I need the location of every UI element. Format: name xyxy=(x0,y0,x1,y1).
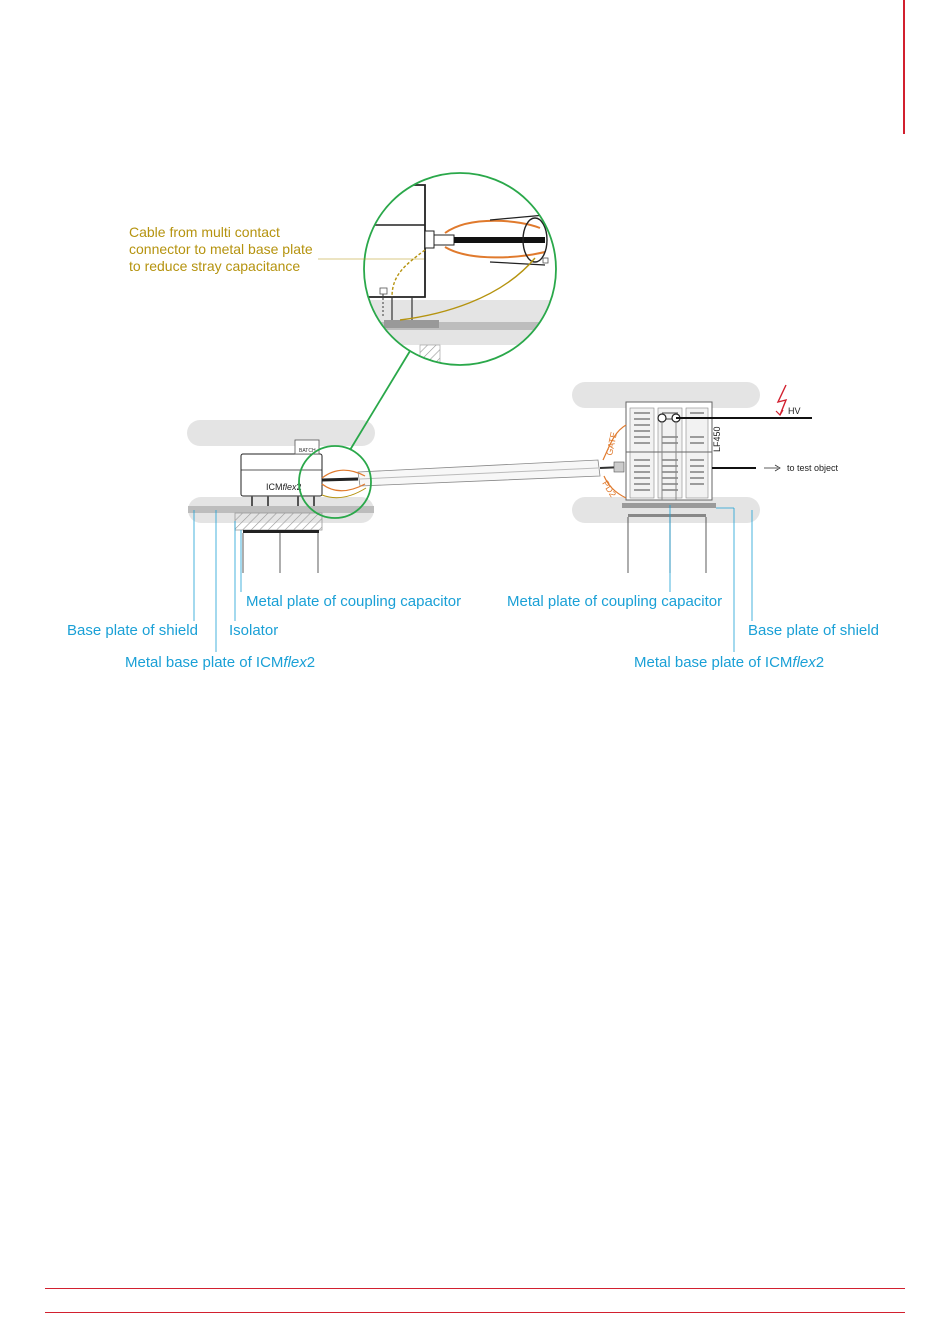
right-shield-base-plate xyxy=(572,497,760,523)
zoom-connector-line xyxy=(349,350,411,451)
label-base-plate-shield-left: Base plate of shield xyxy=(67,622,198,639)
label-metal-base-plate-right: Metal base plate of ICMflex2 xyxy=(634,654,824,671)
zoom-note-line1: Cable from multi contact xyxy=(129,224,280,240)
label-metal-base-plate-left: Metal base plate of ICMflex2 xyxy=(125,654,315,671)
coupling-capacitor-plate-right xyxy=(628,514,706,517)
hv-label: HV xyxy=(788,406,801,416)
pd2-label: PD2 xyxy=(600,479,618,499)
zoom-note-line3: to reduce stray capacitance xyxy=(129,258,300,274)
coupling-capacitor-plate-left xyxy=(243,530,319,533)
icmflex2-device: BATCH ICMflex2 xyxy=(240,439,323,506)
label-isolator: Isolator xyxy=(229,622,278,639)
test-object-label: to test object xyxy=(787,463,839,473)
label-metal-plate-coupling-capacitor-left: Metal plate of coupling capacitor xyxy=(246,593,461,610)
pd2-wire xyxy=(603,475,627,499)
callout-leaders xyxy=(193,505,753,652)
page-accent-bar xyxy=(903,0,905,134)
left-metal-base-plate xyxy=(188,506,374,513)
icmflex2-label: ICMflex2 xyxy=(266,482,302,492)
footer-rule-bottom xyxy=(45,1312,905,1313)
batch-tag: BATCH xyxy=(299,448,316,454)
right-shield-top xyxy=(572,382,760,408)
lf450-device: LF450 xyxy=(625,401,722,501)
footer-rule-top xyxy=(45,1288,905,1289)
coax-cable xyxy=(321,459,625,487)
zoom-note-line2: connector to metal base plate xyxy=(129,241,313,257)
zoom-detail xyxy=(363,172,557,366)
label-metal-plate-coupling-capacitor-right: Metal plate of coupling capacitor xyxy=(507,593,722,610)
isolator-block xyxy=(234,512,323,531)
zoom-marker-small xyxy=(298,445,372,519)
label-base-plate-shield-right: Base plate of shield xyxy=(748,622,879,639)
arrow-right-icon xyxy=(774,464,781,472)
lf450-label: LF450 xyxy=(712,426,722,452)
gate-label: GATE xyxy=(604,431,619,456)
left-shield-top xyxy=(187,420,375,446)
hv-lightning-icon xyxy=(776,384,788,416)
right-metal-base-plate xyxy=(622,503,716,508)
gate-wire xyxy=(602,424,627,461)
